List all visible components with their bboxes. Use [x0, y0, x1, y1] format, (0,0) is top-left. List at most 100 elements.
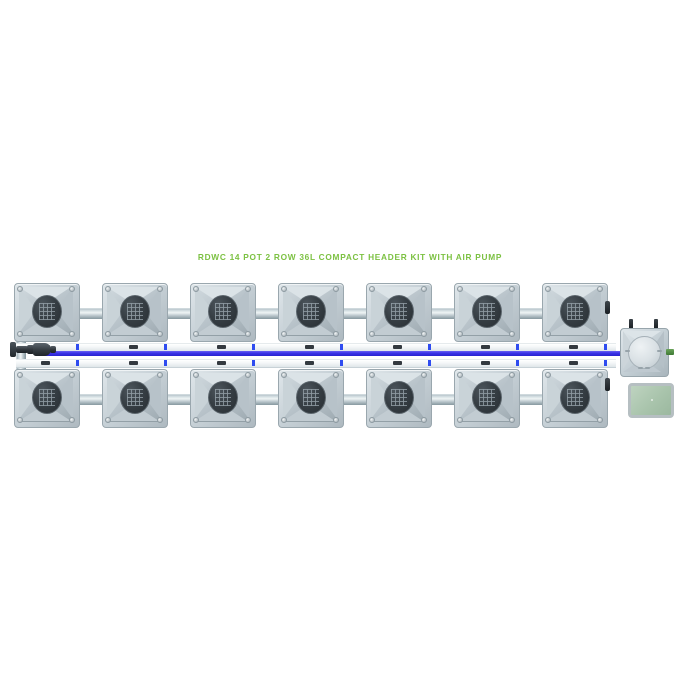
pot-bolt: [105, 286, 111, 292]
pot-14[interactable]: [542, 369, 608, 428]
rail-joint-tick: [428, 344, 431, 350]
pot-facet-left: [19, 287, 36, 333]
valve-outlet: [50, 346, 56, 353]
pot-bolt: [369, 331, 375, 337]
net-pot-mesh-icon: [215, 389, 231, 406]
pot-opening: [208, 381, 238, 414]
pot-facet-left: [371, 287, 388, 333]
pot-bolt: [457, 331, 463, 337]
pot-7[interactable]: [542, 283, 608, 342]
module-post: [654, 319, 658, 329]
pot-opening: [472, 295, 502, 328]
pot-facet-right: [232, 287, 249, 333]
rdwc-system-assembly: [0, 270, 700, 440]
pot-bolt: [545, 286, 551, 292]
pot-2[interactable]: [102, 283, 168, 342]
pot-3[interactable]: [190, 283, 256, 342]
pot-opening: [296, 381, 326, 414]
net-pot-mesh-icon: [391, 303, 407, 320]
module-lid[interactable]: [628, 336, 661, 369]
pot-facet-right: [320, 287, 337, 333]
bottom-row-connector-pipe: [334, 394, 382, 405]
pot-bolt: [597, 417, 603, 423]
rail-connector: [569, 361, 578, 365]
bottom-row-connector-pipe: [510, 394, 558, 405]
pot-6[interactable]: [454, 283, 520, 342]
rail-joint-tick: [164, 360, 167, 366]
pot-bolt: [457, 286, 463, 292]
pot-bolt: [105, 417, 111, 423]
pot-bolt: [157, 417, 163, 423]
rail-joint-tick: [428, 360, 431, 366]
pot-bolt: [193, 286, 199, 292]
pot-bolt: [105, 372, 111, 378]
rail-connector: [217, 345, 226, 349]
valve-nut: [27, 345, 34, 354]
compact-header-control-module[interactable]: [620, 319, 674, 377]
pot-opening: [120, 381, 150, 414]
pot-opening: [560, 381, 590, 414]
rail-connector: [129, 345, 138, 349]
pot-facet-right: [496, 287, 513, 333]
pot-13[interactable]: [454, 369, 520, 428]
top-row-connector-pipe: [334, 308, 382, 319]
rail-joint-tick: [252, 360, 255, 366]
pot-10[interactable]: [190, 369, 256, 428]
rail-joint-tick: [252, 344, 255, 350]
net-pot-mesh-icon: [479, 389, 495, 406]
pot-bolt: [421, 417, 427, 423]
pot-4[interactable]: [278, 283, 344, 342]
pot-5[interactable]: [366, 283, 432, 342]
pot-facet-left: [107, 287, 124, 333]
pot-facet-right: [56, 287, 73, 333]
pot-facet-left: [459, 373, 476, 419]
rail-connector: [305, 345, 314, 349]
pot-facet-right: [584, 373, 601, 419]
pot-facet-left: [547, 287, 564, 333]
net-pot-mesh-icon: [303, 303, 319, 320]
pot-opening: [472, 381, 502, 414]
pot-bolt: [333, 331, 339, 337]
pot-opening: [384, 295, 414, 328]
pot-bolt: [597, 372, 603, 378]
rail-joint-tick: [604, 360, 607, 366]
pot-facet-right: [56, 373, 73, 419]
pot-bolt: [545, 372, 551, 378]
rail-connector: [481, 361, 490, 365]
pot-facet-right: [320, 373, 337, 419]
pot-11[interactable]: [278, 369, 344, 428]
pot-bolt: [369, 372, 375, 378]
pot-bolt: [421, 372, 427, 378]
pot-facet-left: [195, 287, 212, 333]
pot-facet-left: [459, 287, 476, 333]
pot-bolt: [193, 372, 199, 378]
pot-8[interactable]: [14, 369, 80, 428]
rail-joint-tick: [76, 360, 79, 366]
rail-connector: [393, 361, 402, 365]
pot-bolt: [597, 331, 603, 337]
top-row-connector-pipe: [246, 308, 294, 319]
pot-bolt: [157, 331, 163, 337]
net-pot-mesh-icon: [303, 389, 319, 406]
pot-bolt: [281, 372, 287, 378]
air-pump-unit[interactable]: [628, 383, 674, 418]
pot-bolt: [17, 417, 23, 423]
pot-bolt: [545, 417, 551, 423]
pot-facet-right: [232, 373, 249, 419]
rail-joint-tick: [516, 344, 519, 350]
pot-1[interactable]: [14, 283, 80, 342]
bottom-row-connector-pipe: [422, 394, 470, 405]
pot-bolt: [157, 372, 163, 378]
pot-bolt: [457, 417, 463, 423]
pot-facet-left: [547, 373, 564, 419]
pot-opening: [384, 381, 414, 414]
pot-12[interactable]: [366, 369, 432, 428]
net-pot-mesh-icon: [127, 389, 143, 406]
pot-9[interactable]: [102, 369, 168, 428]
top-row-outlet-nub: [605, 301, 610, 314]
pot-facet-right: [408, 287, 425, 333]
pot-bolt: [421, 331, 427, 337]
pot-bolt: [245, 286, 251, 292]
pot-facet-left: [371, 373, 388, 419]
